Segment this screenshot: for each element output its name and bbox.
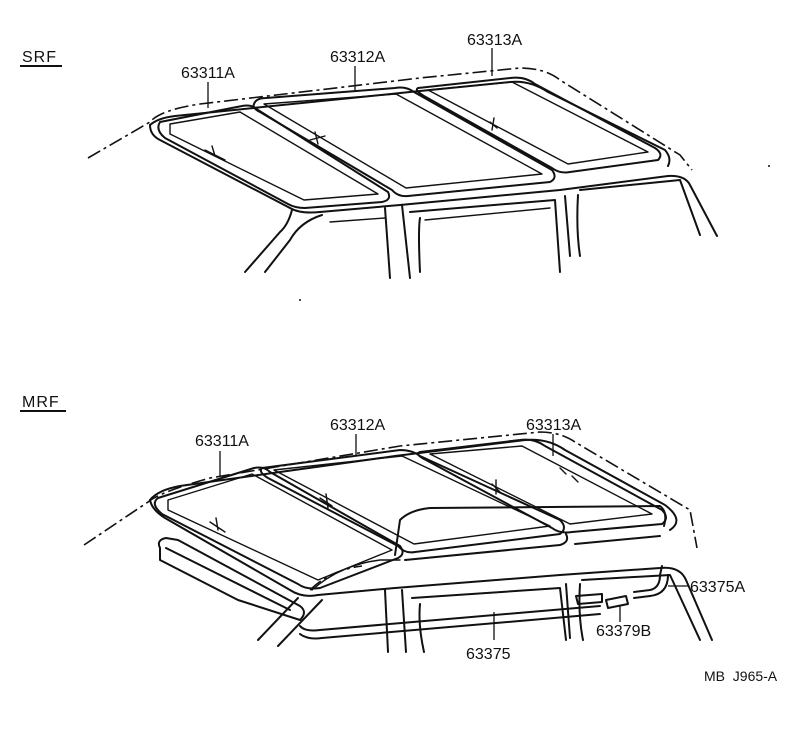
- srf-speck: [768, 165, 770, 167]
- mrf-panel-rear: [417, 438, 667, 534]
- mrf-panel-center: [259, 449, 565, 554]
- mrf-label-side-trim-end: 63375A: [690, 579, 745, 596]
- mrf-label-side-trim: 63375: [466, 646, 511, 663]
- srf-label-front-panel: 63311A: [181, 65, 235, 82]
- srf-roof-body: [87, 67, 718, 279]
- mrf-label-front-panel: 63311A: [195, 433, 249, 450]
- reference-code: MB J965-A: [704, 668, 778, 684]
- srf-label-rear-panel: 63313A: [467, 32, 522, 49]
- srf-panel-center: [252, 86, 556, 198]
- mrf-roof-body: [83, 431, 713, 653]
- mrf-label-clip: 63379B: [596, 623, 651, 640]
- mrf-clip-shape: [605, 595, 629, 609]
- srf-speck-2: [299, 299, 301, 301]
- mrf-section: MRF: [20, 394, 745, 663]
- mrf-side-trim-end-shape: [633, 565, 669, 599]
- srf-section: SRF: [20, 32, 770, 301]
- mrf-label-rear-panel: 63313A: [526, 417, 581, 434]
- mrf-side-trim-parts: [575, 565, 669, 609]
- mrf-roof-rail: [157, 537, 601, 640]
- srf-panel-rear: [415, 76, 662, 174]
- mrf-panel-front: [153, 466, 404, 590]
- srf-label-center-panel: 63312A: [330, 49, 385, 66]
- mrf-title: MRF: [22, 394, 60, 411]
- mrf-label-center-panel: 63312A: [330, 417, 385, 434]
- mrf-side-trim-tip: [575, 593, 603, 605]
- srf-title: SRF: [22, 49, 57, 66]
